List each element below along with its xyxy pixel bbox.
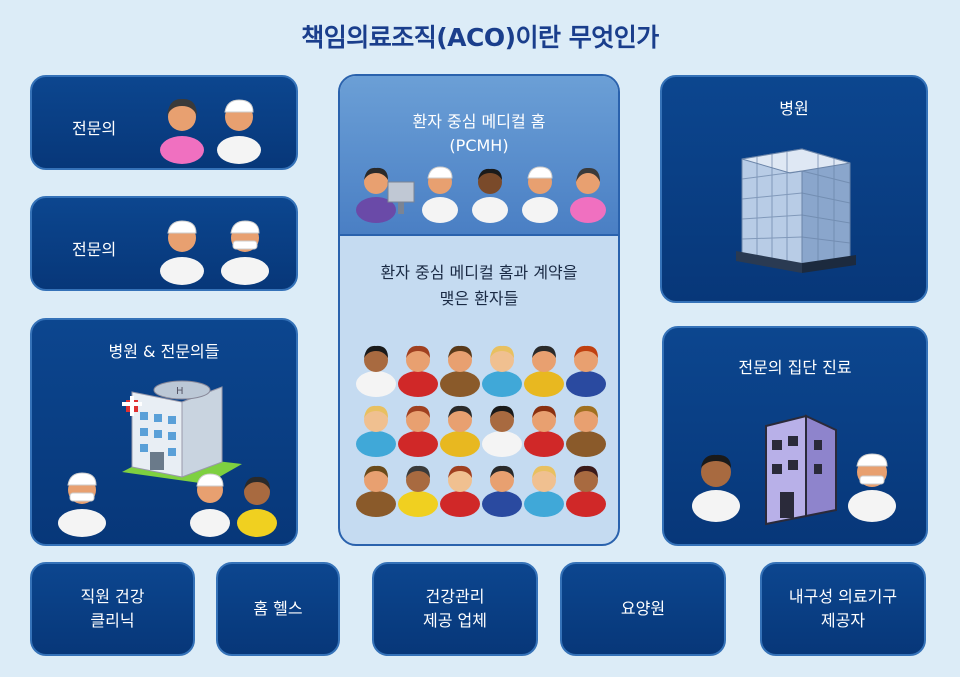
group-practice-box: 전문의 집단 진료 <box>662 326 928 546</box>
pcmh-title-line1: 환자 중심 메디컬 홈 <box>412 112 546 131</box>
patient-icon <box>524 345 564 397</box>
health-mgmt-box: 건강관리 제공 업체 <box>372 562 538 656</box>
svg-text:H: H <box>176 386 184 397</box>
specialist-box-2: 전문의 <box>30 196 298 291</box>
specialist-box-1-label: 전문의 <box>72 119 117 138</box>
doctor-icon <box>190 473 230 537</box>
patient-icon <box>566 345 606 397</box>
surgeon-icon <box>58 472 106 537</box>
patient-icon <box>356 405 396 457</box>
dme-supplier-line2: 제공자 <box>820 611 866 630</box>
employee-clinic-line1: 직원 건강 <box>80 587 145 606</box>
male-doctor-icon <box>217 99 261 164</box>
patient-icon <box>356 465 396 517</box>
home-health-label: 홈 헬스 <box>253 599 303 618</box>
patient-icon <box>472 168 508 223</box>
pcmh-title-line2: (PCMH) <box>449 136 509 155</box>
clinic-building-icon <box>765 414 837 526</box>
dme-supplier-label: 내구성 의료기구 제공자 <box>762 585 924 633</box>
pcmh-title: 환자 중심 메디컬 홈 (PCMH) <box>340 110 618 158</box>
patient-icon <box>524 405 564 457</box>
page-title: 책임의료조직(ACO)이란 무엇인가 <box>301 23 659 52</box>
pcmh-contract-line2: 맺은 환자들 <box>439 289 519 308</box>
specialist-pair-icon-1 <box>160 98 261 164</box>
hospital-building-icon: H <box>122 380 242 484</box>
dme-supplier-line1: 내구성 의료기구 <box>788 587 898 606</box>
pcmh-staff-icons <box>356 166 606 223</box>
patient-icon <box>440 465 480 517</box>
hospital-staff-icons <box>58 472 277 537</box>
female-doctor-icon <box>160 98 204 164</box>
patient-icon <box>440 345 480 397</box>
doctor-icon <box>522 166 558 223</box>
patient-icon <box>398 405 438 457</box>
doctor-icon <box>160 220 204 285</box>
health-mgmt-label: 건강관리 제공 업체 <box>374 585 536 633</box>
hospital-label: 병원 <box>779 99 809 118</box>
hospital-box: 병원 <box>660 75 928 303</box>
female-doctor-icon <box>570 167 606 223</box>
specialist-box-2-label: 전문의 <box>72 240 117 259</box>
receptionist-icon <box>356 167 415 223</box>
patient-icon <box>440 405 480 457</box>
pcmh-panel: 환자 중심 메디컬 홈 (PCMH) <box>338 74 620 546</box>
health-mgmt-line1: 건강관리 <box>425 587 485 606</box>
employee-clinic-box: 직원 건강 클리닉 <box>30 562 195 656</box>
doctor-icon <box>422 166 458 223</box>
surgeon-icon <box>848 453 896 522</box>
office-building-icon <box>736 148 856 273</box>
dme-supplier-box: 내구성 의료기구 제공자 <box>760 562 926 656</box>
specialist-box-1: 전문의 <box>30 75 298 170</box>
patient-icon <box>356 345 396 397</box>
patient-icon <box>692 454 740 522</box>
surgeon-icon <box>221 220 269 285</box>
group-practice-label: 전문의 집단 진료 <box>738 358 852 377</box>
home-health-box: 홈 헬스 <box>216 562 340 656</box>
employee-clinic-line2: 클리닉 <box>90 611 135 630</box>
nursing-home-label: 요양원 <box>620 599 666 618</box>
specialist-pair-icon-2 <box>160 220 269 285</box>
patient-icon <box>524 465 564 517</box>
health-mgmt-line2: 제공 업체 <box>423 611 487 630</box>
patient-icon <box>566 405 606 457</box>
hospital-specialists-box: 병원 & 전문의들 H <box>30 318 298 546</box>
nurse-icon <box>237 476 277 537</box>
pcmh-contract-line1: 환자 중심 메디컬 홈과 계약을 <box>380 263 578 282</box>
patient-icon <box>482 405 522 457</box>
patient-crowd-icon <box>356 345 606 517</box>
hospital-specialists-label: 병원 & 전문의들 <box>108 342 220 361</box>
nursing-home-box: 요양원 <box>560 562 726 656</box>
employee-clinic-label: 직원 건강 클리닉 <box>32 585 193 633</box>
pcmh-header: 환자 중심 메디컬 홈 (PCMH) <box>340 76 618 236</box>
patient-icon <box>398 465 438 517</box>
group-practice-icons <box>692 414 896 526</box>
patient-icon <box>398 345 438 397</box>
pcmh-contract-label: 환자 중심 메디컬 홈과 계약을 맺은 환자들 <box>340 260 618 312</box>
patient-icon <box>482 345 522 397</box>
patient-icon <box>482 465 522 517</box>
patient-icon <box>566 465 606 517</box>
